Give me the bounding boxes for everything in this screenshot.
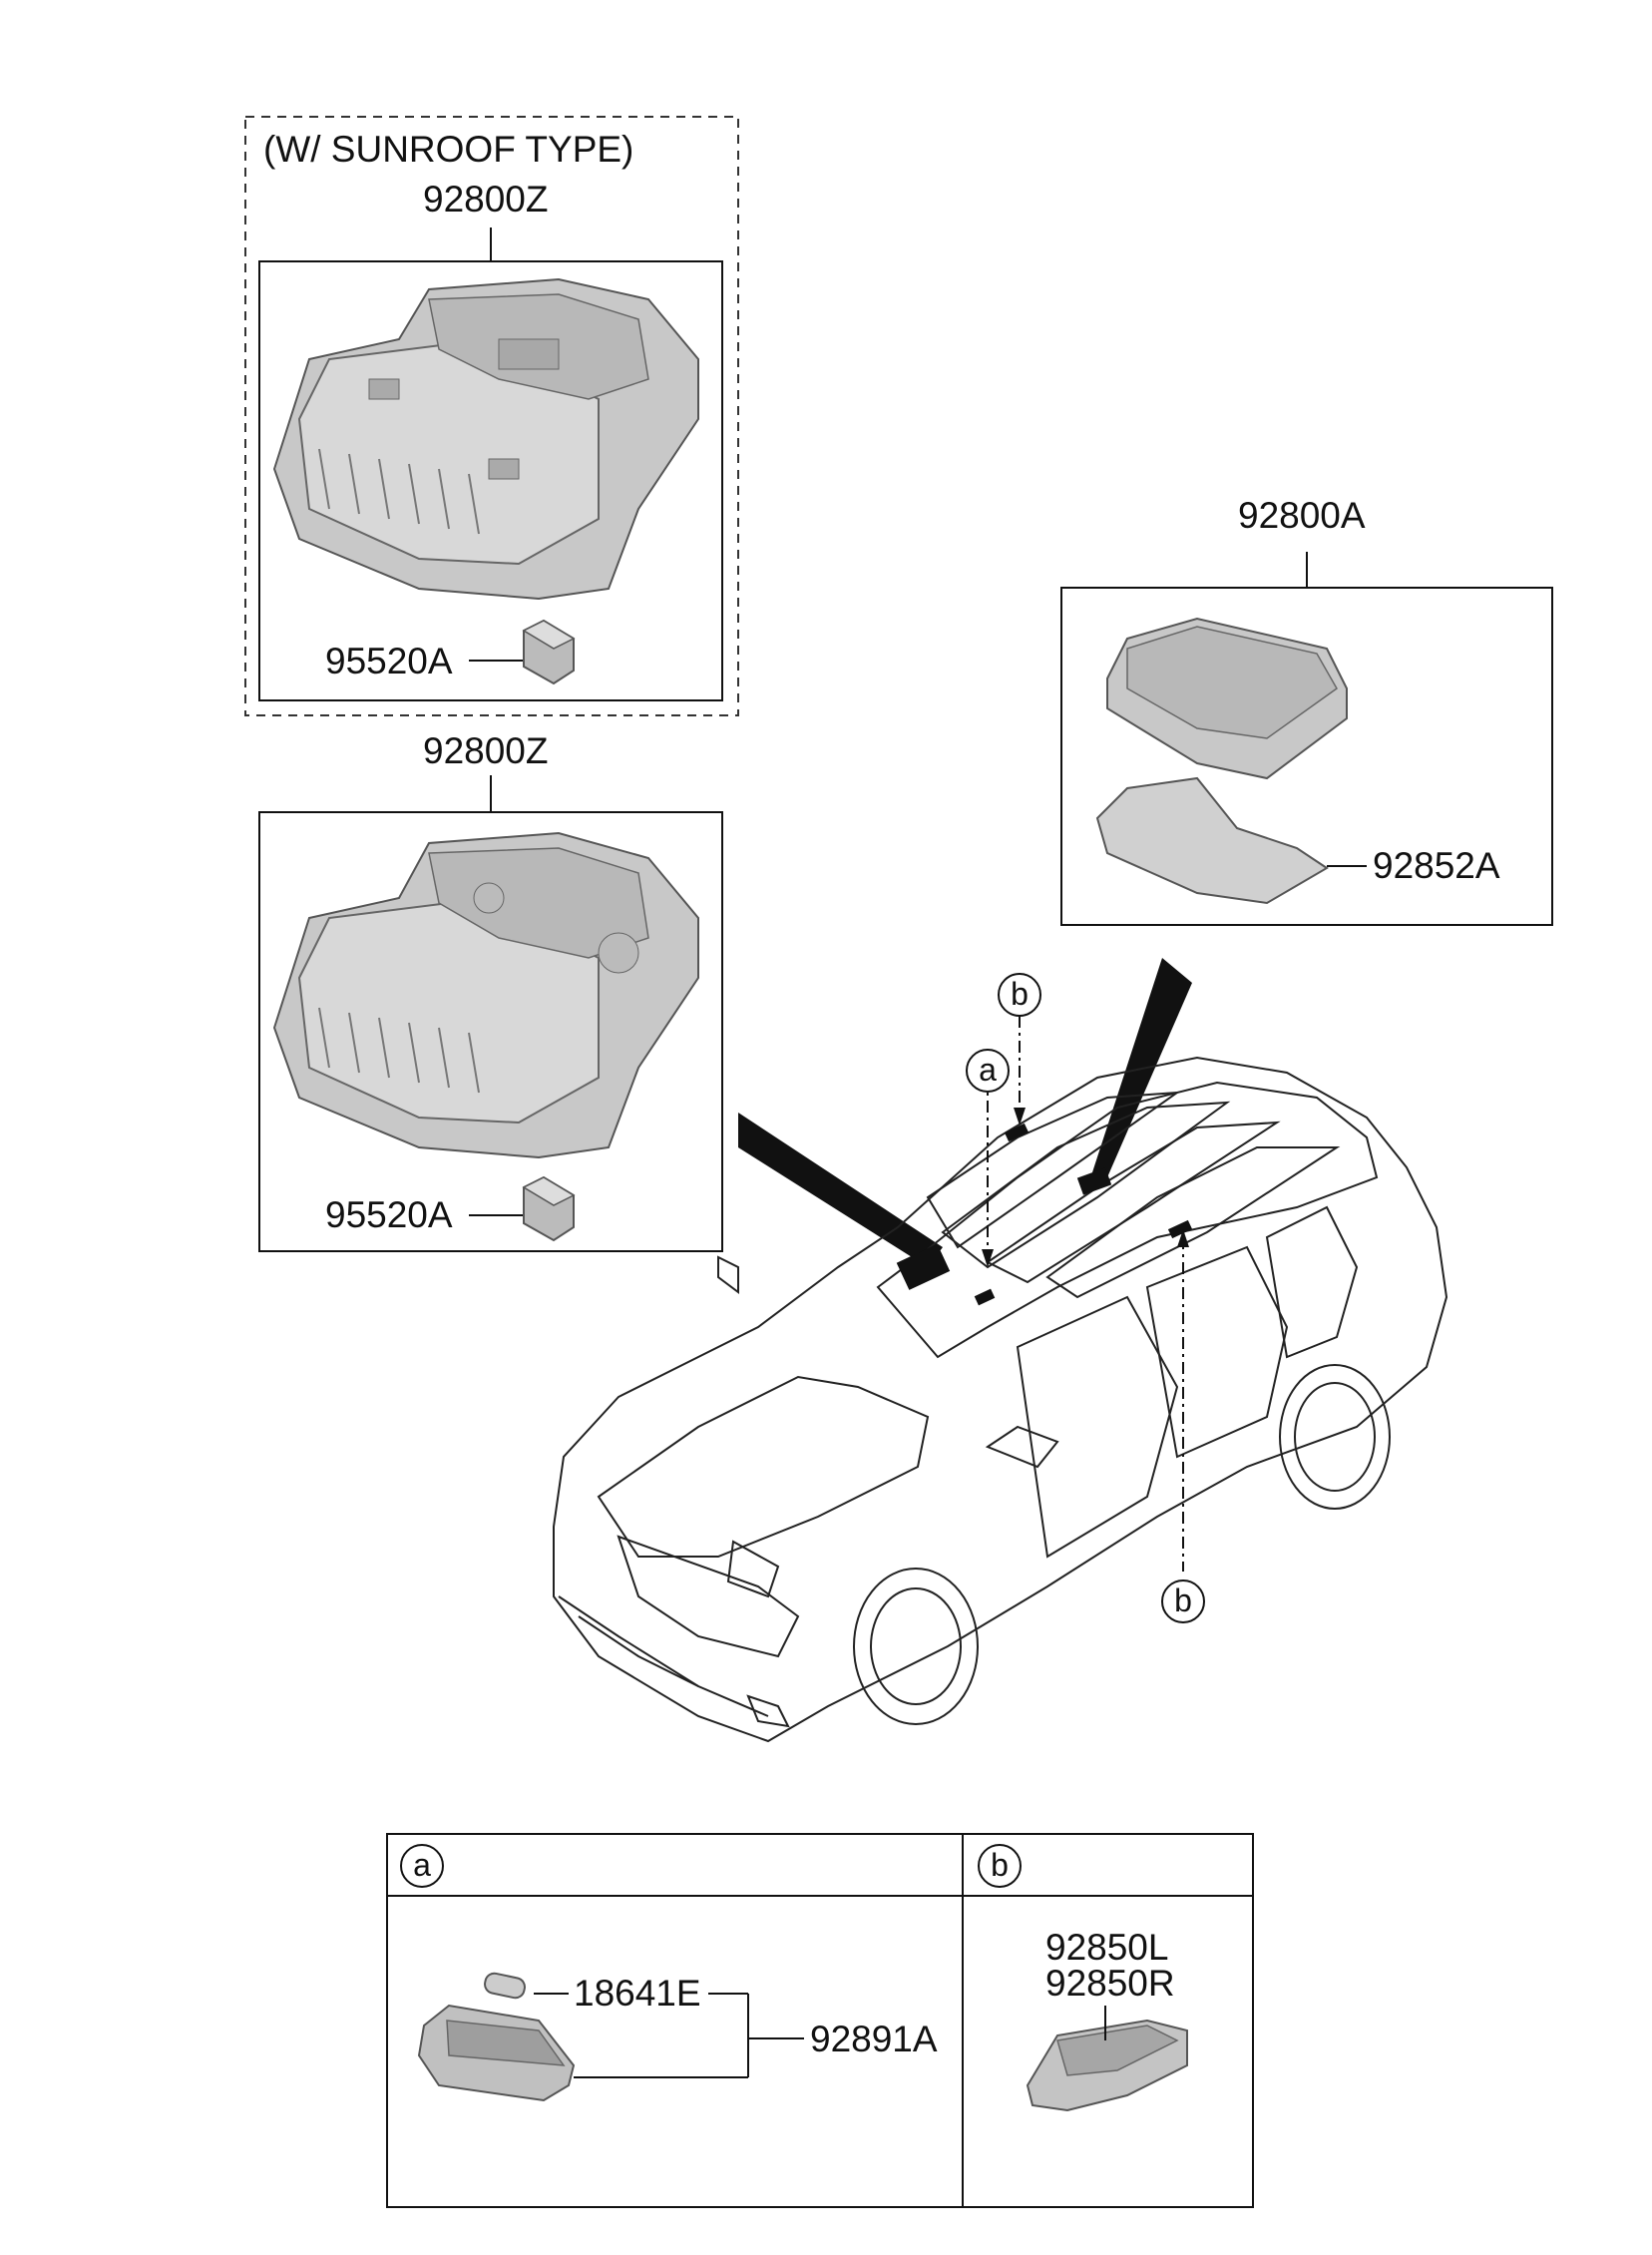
pointer-wedge-left — [738, 1113, 943, 1267]
part-left-label: 92850L — [1045, 1927, 1169, 1968]
detail-b-part — [1026, 2019, 1188, 2112]
vehicle-lamp-a — [974, 1288, 996, 1306]
sunroof-group-title: (W/ SUNROOF TYPE) — [263, 129, 634, 170]
detail-table — [386, 1833, 1254, 2208]
sunroof-lamp-label: 92800Z — [423, 179, 549, 220]
bulb-label: 18641E — [574, 1973, 701, 2014]
rear-lens-label: 92852A — [1373, 845, 1500, 886]
table-marker-b: b — [978, 1844, 1022, 1888]
rear-lamp-part — [1106, 617, 1348, 780]
sunroof-switch-label: 95520A — [325, 641, 453, 681]
vehicle-lamp-front — [896, 1243, 951, 1290]
standard-overhead-console — [272, 831, 699, 1159]
vehicle-lamp-rear — [1076, 1167, 1112, 1195]
vehicle-lamp-b-top — [1004, 1123, 1030, 1142]
vehicle-lamp-b-side — [1167, 1219, 1193, 1239]
callout-b-top: b — [998, 973, 1041, 1017]
rear-lens-part — [1095, 776, 1329, 905]
standard-lamp-label: 92800Z — [423, 730, 549, 771]
callout-b-side: b — [1161, 1579, 1205, 1623]
rear-lamp-label: 92800A — [1238, 495, 1366, 536]
detail-a-parts — [417, 1972, 576, 2102]
vehicle-drawing — [553, 1056, 1448, 1743]
sunroof-switch-part — [522, 619, 576, 685]
table-marker-a: a — [400, 1844, 444, 1888]
sunroof-overhead-console — [272, 277, 699, 601]
callout-a: a — [966, 1049, 1010, 1093]
standard-switch-label: 95520A — [325, 1194, 453, 1235]
assembly-label: 92891A — [810, 2019, 938, 2059]
sunroof-group-border — [244, 116, 739, 716]
standard-switch-part — [522, 1175, 576, 1242]
part-right-label: 92850R — [1045, 1963, 1175, 2004]
